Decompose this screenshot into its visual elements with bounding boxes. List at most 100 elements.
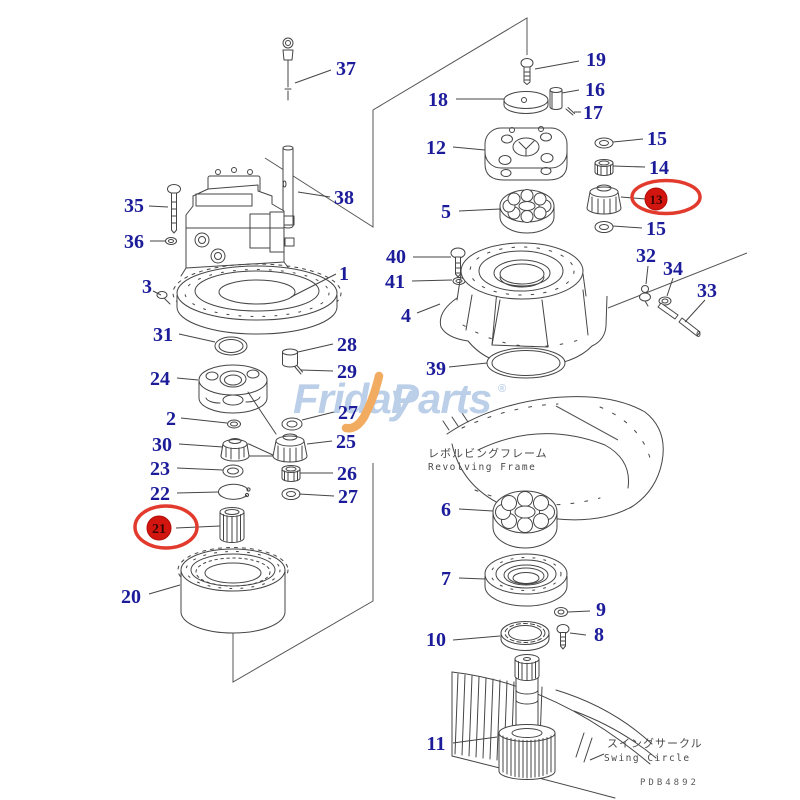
part-8-bolt xyxy=(556,624,570,650)
part-27-washer-upper xyxy=(281,417,303,431)
part-24-carrier xyxy=(198,364,277,435)
callout-5: 5 xyxy=(441,201,451,223)
callout-25: 25 xyxy=(336,431,356,453)
part-31-oring xyxy=(214,336,248,356)
part-34-nut xyxy=(658,296,672,306)
part-19-bolt xyxy=(520,58,534,85)
part-33-pipe xyxy=(657,302,701,337)
callout-4: 4 xyxy=(401,305,411,327)
part-30-bearing-cone xyxy=(220,438,276,462)
part-2-oring xyxy=(227,419,241,429)
part-10-seal-ring xyxy=(500,621,550,651)
highlight-ellipse-21 xyxy=(133,504,199,550)
part-1-swing-motor-drawing xyxy=(172,167,342,335)
callout-15-upper: 15 xyxy=(647,128,667,150)
part-5-ball-bearing xyxy=(499,189,555,234)
part-26-cage xyxy=(281,465,301,482)
part-35-bolt xyxy=(167,184,181,234)
callout-20: 20 xyxy=(121,586,141,608)
part-7-flange xyxy=(484,553,568,607)
highlight-part-21: 21 xyxy=(133,504,199,550)
callout-18: 18 xyxy=(428,89,448,111)
part-23-ring xyxy=(222,464,244,478)
part-6-ball-bearing xyxy=(492,490,558,549)
callout-23: 23 xyxy=(150,458,170,480)
part-4-housing xyxy=(439,242,608,368)
part-14-cage xyxy=(594,159,614,176)
callout-26: 26 xyxy=(337,463,357,485)
callout-36: 36 xyxy=(124,231,144,253)
part-40-bolt xyxy=(450,247,466,278)
callout-12: 12 xyxy=(426,137,446,159)
part-15-washer-upper xyxy=(594,137,614,149)
callout-7: 7 xyxy=(441,568,451,590)
callout-39: 39 xyxy=(426,358,446,380)
callout-32: 32 xyxy=(636,245,656,267)
callout-6: 6 xyxy=(441,499,451,521)
callout-33: 33 xyxy=(697,280,717,302)
construction-lines xyxy=(232,17,748,683)
callout-9: 9 xyxy=(596,599,606,621)
callout-30: 30 xyxy=(152,434,172,456)
callout-22: 22 xyxy=(150,483,170,505)
revolving-frame-label-en: Revolving Frame xyxy=(428,462,536,473)
callout-40: 40 xyxy=(386,246,406,268)
part-37-dipstick xyxy=(282,37,294,101)
part-20-ring-gear xyxy=(177,547,289,634)
drawing-code: PDB4892 xyxy=(640,778,699,788)
callout-28: 28 xyxy=(337,334,357,356)
callout-41: 41 xyxy=(385,271,405,293)
callout-3: 3 xyxy=(142,276,152,298)
callout-38: 38 xyxy=(334,187,354,209)
callout-10: 10 xyxy=(426,629,446,651)
callout-13: 13 xyxy=(650,192,664,207)
part-28-cylinder xyxy=(282,348,298,368)
logo-word-parts: Parts xyxy=(391,375,491,422)
callout-14: 14 xyxy=(649,157,669,179)
callout-27-upper: 27 xyxy=(338,402,358,424)
part-16-pin-cylinder xyxy=(549,87,563,110)
callout-35: 35 xyxy=(124,195,144,217)
callout-8: 8 xyxy=(594,624,604,646)
callout-1: 1 xyxy=(339,263,349,285)
part-27-washer-lower xyxy=(281,488,301,500)
revolving-frame-label-jp: レボルビングフレーム xyxy=(428,446,548,460)
swing-circle-drawing xyxy=(451,671,657,799)
callout-31: 31 xyxy=(153,324,173,346)
part-22-snap-ring xyxy=(217,483,251,500)
highlight-badge-13 xyxy=(644,187,668,211)
logo-word-friday: Friday xyxy=(293,375,417,422)
part-36-washer xyxy=(165,237,177,245)
part-39-oring xyxy=(486,347,566,379)
callout-19: 19 xyxy=(586,49,606,71)
part-11-pinion-shaft xyxy=(498,654,556,780)
fridayparts-logo: Friday Parts ® xyxy=(293,371,506,433)
part-17-pin xyxy=(565,107,575,116)
part-15-washer-lower xyxy=(594,221,614,233)
callout-24: 24 xyxy=(150,368,170,390)
swing-circle-label-en: Swing Circle xyxy=(604,753,691,764)
part-25-bearing xyxy=(272,433,308,463)
part-9-washer xyxy=(554,607,568,617)
swing-circle-label-jp: スイングサークル xyxy=(607,736,703,750)
highlight-part-13: 13 xyxy=(630,178,702,216)
part-21-splined-bushing xyxy=(219,507,245,543)
callout-16: 16 xyxy=(585,79,605,101)
callout-21: 21 xyxy=(152,522,166,537)
highlight-ellipse-13 xyxy=(630,178,702,216)
callout-17: 17 xyxy=(583,102,603,124)
part-18-disc xyxy=(503,91,549,114)
callout-labels: 37 38 35 36 3 1 31 24 28 29 2 30 23 22 2… xyxy=(121,49,717,755)
logo-registered-mark: ® xyxy=(498,383,506,395)
part-3-bolt xyxy=(156,291,171,305)
callout-37: 37 xyxy=(336,58,356,80)
part-13-bearing xyxy=(586,184,622,215)
callout-2: 2 xyxy=(166,408,176,430)
callout-29: 29 xyxy=(337,361,357,383)
part-29-pin xyxy=(294,365,303,375)
callout-34: 34 xyxy=(663,258,683,280)
callout-27-lower: 27 xyxy=(338,486,358,508)
logo-swoosh-icon xyxy=(341,371,384,433)
